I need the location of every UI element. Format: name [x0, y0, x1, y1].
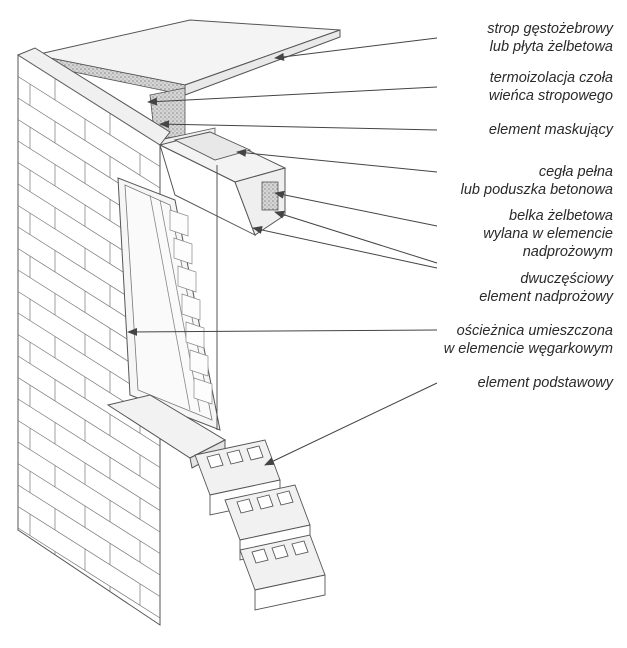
leader-floor-slab [274, 37, 438, 61]
brick-course-line [18, 55, 160, 146]
brick-course-line [18, 398, 160, 490]
leader-jamb-frame [127, 327, 438, 336]
block-hole [271, 544, 289, 560]
brick-course-line [18, 484, 160, 576]
brick-course-line [18, 97, 160, 189]
leader-rc-beam [274, 190, 438, 227]
block-hole [246, 445, 264, 461]
block-hole [206, 453, 224, 469]
brick-course-line [18, 463, 160, 554]
leader-ring-insulation [147, 86, 438, 106]
leader-lines [127, 37, 438, 466]
block-hole [236, 498, 254, 514]
block-hole [291, 540, 309, 556]
window-opening [106, 165, 227, 469]
brick-course-line [18, 506, 160, 597]
jamb-brick [185, 321, 205, 349]
block-hole [226, 449, 244, 465]
lintel-assembly [158, 131, 287, 237]
label-base-element: element podstawowy [477, 375, 613, 391]
base-blocks [194, 439, 326, 611]
block-hole [276, 490, 294, 506]
hollow-block-side [254, 574, 326, 611]
brick-course-line [18, 527, 160, 619]
leader-brick-or-pad [236, 148, 438, 173]
label-masking-element: element maskujący [488, 122, 613, 138]
brick-course-line [18, 377, 160, 468]
brick-course-line [18, 420, 160, 511]
jamb-brick [173, 237, 193, 265]
jamb-brick [181, 293, 201, 321]
leader-two-part-lintel [252, 226, 438, 269]
jamb-brick [169, 209, 189, 237]
leader-masking-element [159, 120, 438, 131]
block-hole [256, 494, 274, 510]
floor-slab [34, 19, 341, 96]
jamb-brick [193, 377, 213, 405]
brick-course-line [18, 76, 160, 167]
jamb-brick [189, 349, 209, 377]
brick-course-line [18, 355, 160, 447]
leader-rc-beam-2 [274, 210, 438, 264]
block-hole [251, 548, 269, 564]
jamb-brick [177, 265, 197, 293]
brick-course-line [18, 441, 160, 533]
leader-base-element [264, 382, 438, 466]
